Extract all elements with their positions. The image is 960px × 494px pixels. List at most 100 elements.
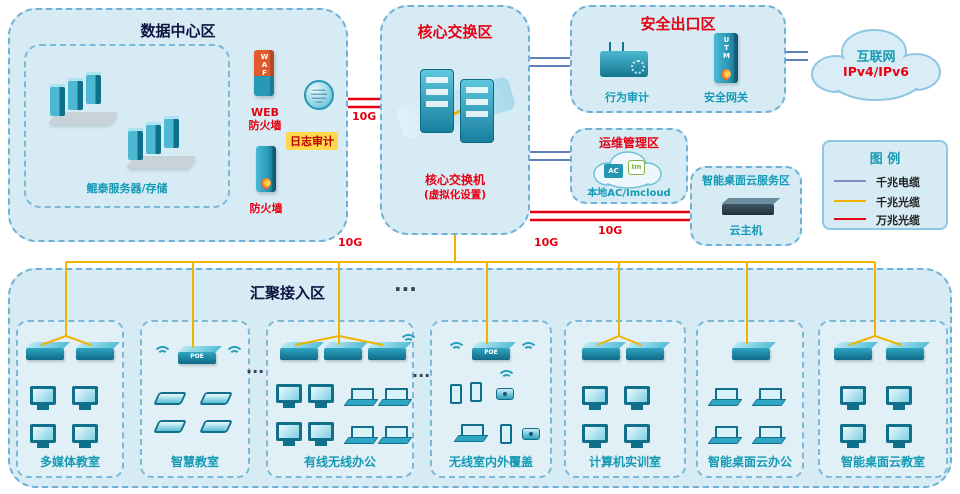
wifi-signal-icon xyxy=(496,370,514,384)
ac-controller-icon: AC xyxy=(604,164,623,178)
core-switch-icon xyxy=(395,65,517,161)
zone-security-title: 安全出口区 xyxy=(640,15,716,33)
laptop-icon xyxy=(456,424,484,442)
laptop-icon xyxy=(346,426,374,444)
server-icon xyxy=(68,78,83,110)
tablet-icon xyxy=(199,392,233,405)
legend: 图 例 千兆电缆 千兆光缆 万兆光缆 xyxy=(822,140,948,230)
group-label-computer-training-room: 计算机实训室 xyxy=(588,455,661,469)
waf-label-line2: 防火墙 xyxy=(248,119,282,132)
behavior-audit-label: 行为审计 xyxy=(605,91,649,104)
legend-line-10g-fiber xyxy=(834,218,866,220)
group-label-desktop-cloud-office: 智能桌面云办公 xyxy=(707,455,792,469)
zone-core-title: 核心交换区 xyxy=(417,23,493,41)
monitor-icon xyxy=(624,424,650,443)
monitor-icon xyxy=(582,424,608,443)
access-group-smart-classroom: POE 智慧教室 xyxy=(140,320,250,478)
laptop-icon xyxy=(346,388,374,406)
legend-row-fiber: 千兆光缆 xyxy=(834,194,946,209)
zone-datacenter-title: 数据中心区 xyxy=(140,22,216,40)
access-point-icon xyxy=(522,428,540,440)
legend-label-gigabit-fiber: 千兆光缆 xyxy=(876,196,920,209)
server-icon xyxy=(86,72,101,104)
zone-ops-management: 运维管理区 AC Im 本地AC/Imcloud xyxy=(570,128,688,204)
access-group-wired-wireless-office: 有线无线办公 xyxy=(266,320,414,478)
server-icon xyxy=(50,84,65,116)
tablet-icon xyxy=(153,420,187,433)
server-cluster xyxy=(47,68,119,124)
phone-icon xyxy=(500,424,512,444)
poe-switch-text: POE xyxy=(190,353,204,360)
poe-switch-icon: POE xyxy=(472,348,510,360)
zone-desktop-cloud-service: 智能桌面云服务区 云主机 xyxy=(690,166,802,246)
legend-row-10g-fiber: 万兆光缆 xyxy=(834,212,946,227)
ellipsis-top: ... xyxy=(394,272,417,296)
monitor-icon xyxy=(886,424,912,443)
legend-label-gigabit-copper: 千兆电缆 xyxy=(876,176,920,189)
waf-label: WEB 防火墙 xyxy=(230,106,300,132)
core-switch-sublabel: (虚拟化设置) xyxy=(423,189,487,201)
monitor-icon xyxy=(30,386,56,405)
phone-icon xyxy=(470,382,482,402)
laptop-icon xyxy=(380,388,408,406)
waf-label-line1: WEB xyxy=(250,106,280,119)
access-group-desktop-cloud-classroom: 智能桌面云教室 xyxy=(818,320,948,478)
monitor-icon xyxy=(308,422,334,441)
switch-icon xyxy=(732,348,770,360)
core-chassis-icon xyxy=(460,79,494,143)
poe-switch-icon: POE xyxy=(178,352,216,364)
internet-protocol-label: IPv4/IPv6 xyxy=(843,64,909,79)
switch-icon xyxy=(26,348,64,360)
tablet-icon xyxy=(153,392,187,405)
server-icon xyxy=(164,116,179,148)
switch-icon xyxy=(582,348,620,360)
waf-tower-icon: WAF xyxy=(254,50,274,96)
access-group-desktop-cloud-office: 智能桌面云办公 xyxy=(696,320,804,478)
link-core-cloudhost-10g xyxy=(530,210,690,222)
access-group-wireless-coverage: POE 无线室内外覆盖 xyxy=(430,320,552,478)
link-datacenter-core-10g xyxy=(348,97,380,109)
wifi-signal-icon xyxy=(152,346,170,360)
group-label-smart-classroom: 智慧教室 xyxy=(170,455,219,469)
wifi-signal-icon xyxy=(224,346,242,360)
zone-ops-title: 运维管理区 xyxy=(598,136,659,150)
group-label-wireless-coverage: 无线室内外覆盖 xyxy=(448,455,533,469)
phone-icon xyxy=(450,384,462,404)
wifi-signal-icon xyxy=(398,334,416,348)
security-gateway-label: 安全网关 xyxy=(704,91,748,104)
link-label-dc-core: 10G xyxy=(352,110,377,123)
switch-icon xyxy=(76,348,114,360)
legend-row-copper: 千兆电缆 xyxy=(834,174,946,189)
zone-access-title: 汇聚接入区 xyxy=(250,284,326,302)
switch-icon xyxy=(324,348,362,360)
monitor-icon xyxy=(308,384,334,403)
fan-icon xyxy=(631,60,645,74)
switch-icon xyxy=(368,348,406,360)
access-group-multimedia-classroom: 多媒体教室 xyxy=(16,320,124,478)
ops-device-label: 本地AC/Imcloud xyxy=(587,188,671,199)
switch-icon xyxy=(626,348,664,360)
utm-tower-icon: UTM xyxy=(714,33,738,83)
link-core-ops xyxy=(530,151,570,161)
monitor-icon xyxy=(582,386,608,405)
monitor-icon xyxy=(840,424,866,443)
cloud-host-icon xyxy=(722,204,774,215)
zone-datacenter: 数据中心区 鲲泰服务器/存储 WAF WEB 防火墙 日志审计 xyxy=(8,8,348,242)
link-label-cloudhost: 10G xyxy=(598,224,623,237)
zone-security-exit: 安全出口区 行为审计 UTM 安全网关 xyxy=(570,5,786,113)
zone-core-switching: 核心交换区 核心交换机 (虚拟化设置) xyxy=(380,5,530,235)
virtualization-ribbon xyxy=(395,75,517,141)
legend-line-gigabit-fiber xyxy=(834,200,866,202)
internet-cloud: 互联网 IPv4/IPv6 xyxy=(800,18,952,110)
group-label-wired-wireless-office: 有线无线办公 xyxy=(303,455,376,469)
internet-label: 互联网 xyxy=(856,50,896,65)
ellipsis-mid-2: ... xyxy=(412,362,431,381)
laptop-icon xyxy=(380,426,408,444)
wifi-signal-icon xyxy=(446,342,464,356)
laptop-icon xyxy=(710,426,738,444)
ellipsis-mid-1: ... xyxy=(246,358,265,377)
monitor-icon xyxy=(886,386,912,405)
laptop-icon xyxy=(754,388,782,406)
log-audit-icon xyxy=(304,80,334,110)
access-group-computer-training-room: 计算机实训室 xyxy=(564,320,686,478)
